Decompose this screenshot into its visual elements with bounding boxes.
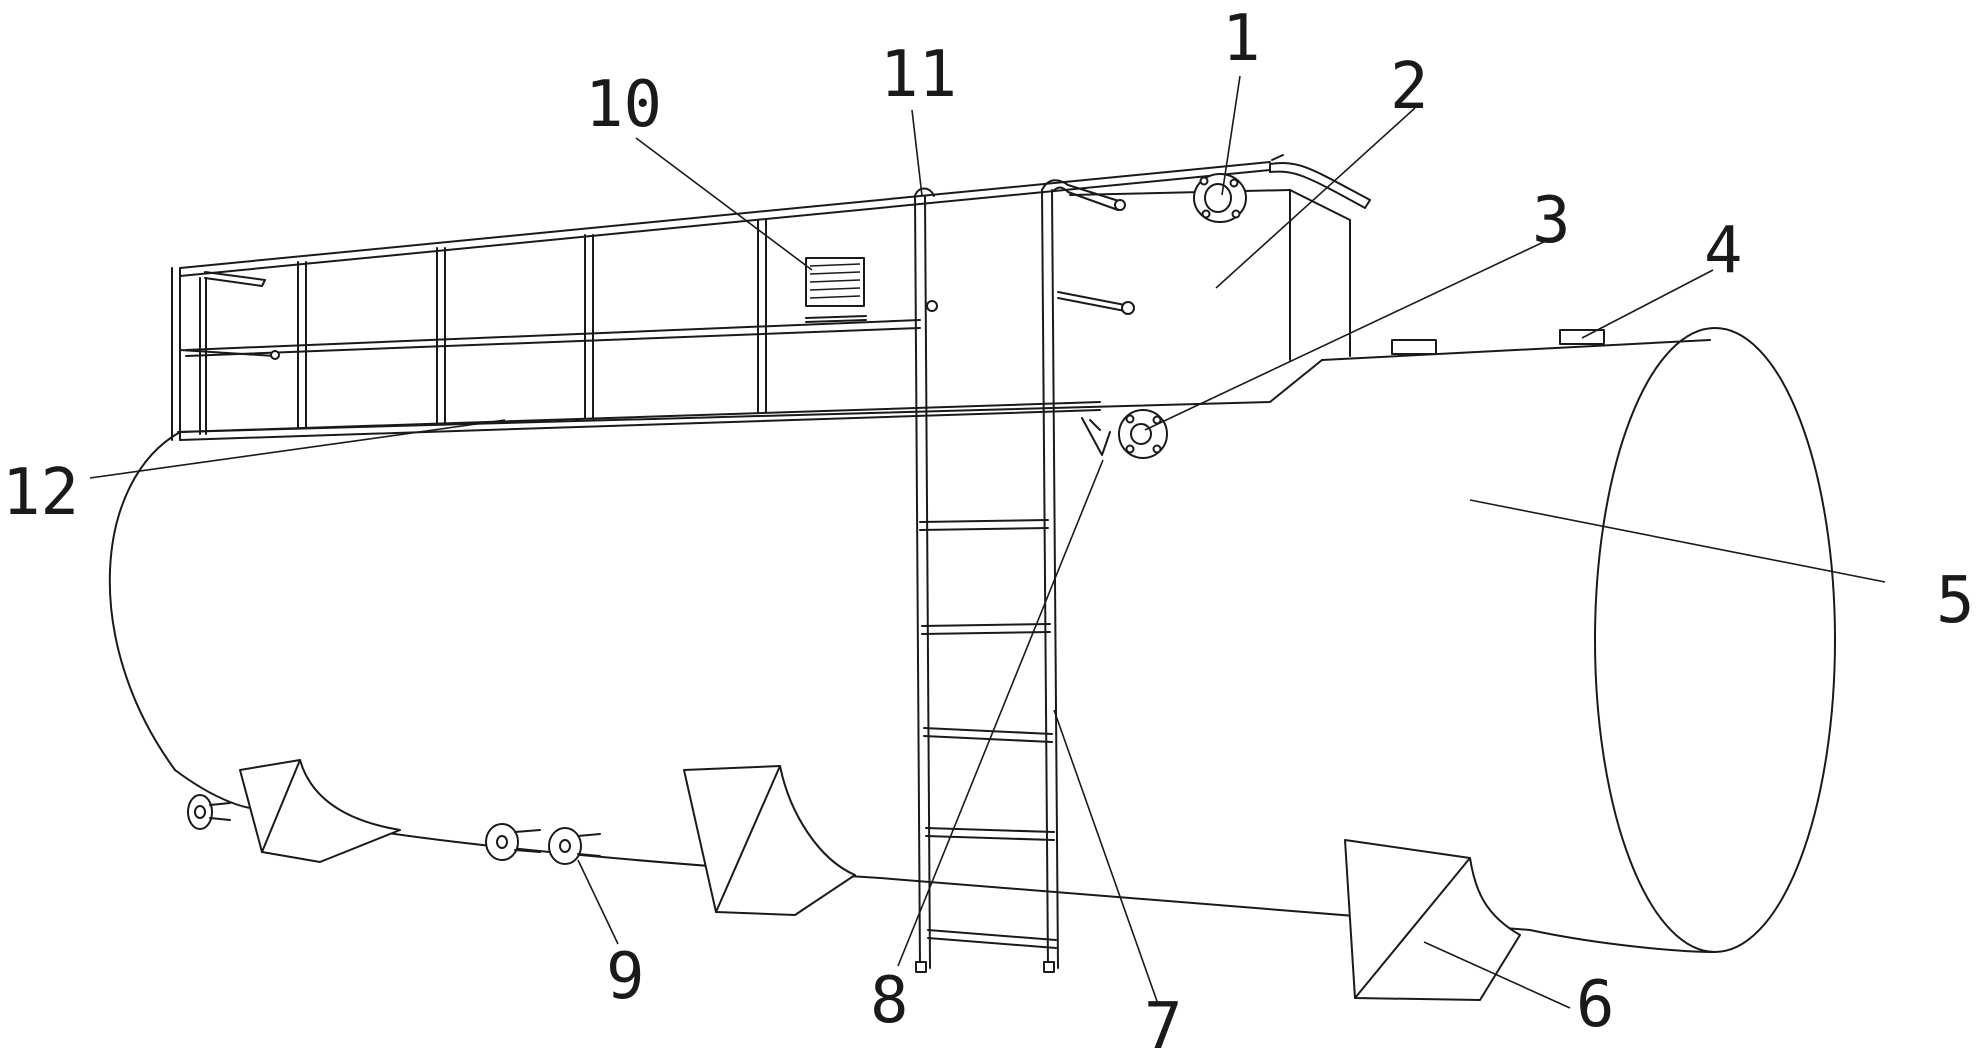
saddle-supports	[239, 759, 1521, 1001]
label-1: 1	[1222, 2, 1261, 76]
label-2: 2	[1390, 50, 1429, 124]
leader-lines	[89, 75, 1886, 1009]
label-8: 8	[870, 964, 909, 1038]
label-4: 4	[1704, 214, 1743, 288]
label-6: 6	[1576, 968, 1615, 1042]
top-flange	[1193, 173, 1247, 223]
vent-grille	[805, 257, 867, 323]
side-flange	[1081, 409, 1168, 459]
top-nozzles	[1391, 329, 1605, 355]
label-10: 10	[585, 68, 662, 142]
housing-handles	[926, 291, 1135, 315]
tank-body	[108, 327, 1836, 953]
label-7: 7	[1144, 990, 1183, 1051]
bottom-nozzles	[187, 794, 601, 865]
label-11: 11	[880, 38, 957, 112]
top-housing	[177, 154, 1371, 433]
label-9: 9	[606, 940, 645, 1014]
label-3: 3	[1532, 184, 1571, 258]
label-5: 5	[1936, 564, 1975, 638]
guardrail	[171, 161, 1271, 441]
label-12: 12	[2, 456, 79, 530]
